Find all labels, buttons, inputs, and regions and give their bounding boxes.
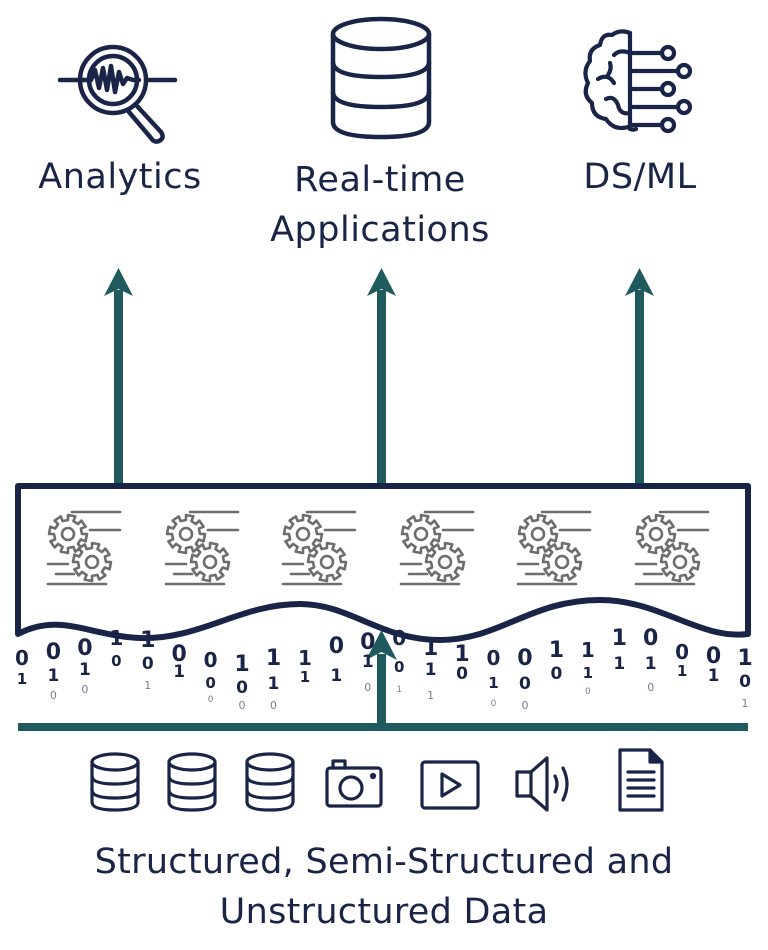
binary-digit: 1 <box>644 654 657 674</box>
binary-digit: 1 <box>16 670 28 688</box>
binary-digit: 1 <box>488 674 499 692</box>
analytics-magnifier-waveform-icon <box>57 44 178 144</box>
gears-processing-icon <box>164 510 239 586</box>
arrow-ingest <box>366 630 397 726</box>
binary-digit: 1 <box>707 666 720 686</box>
binary-digit: 1 <box>361 652 374 672</box>
binary-digit: 0 <box>705 644 722 669</box>
binary-digit: 0 <box>205 674 216 692</box>
database-icon <box>167 752 217 812</box>
caption-line-1: Structured, Semi-Structured and <box>94 842 674 882</box>
binary-digit: 1 <box>267 674 280 694</box>
binary-digit: 0 <box>490 699 497 709</box>
caption-line-2: Unstructured Data <box>219 892 549 932</box>
binary-digit: 1 <box>78 660 91 680</box>
output-label-analytics: Analytics <box>38 157 202 197</box>
binary-digit: 0 <box>269 699 277 712</box>
binary-digit: 1 <box>422 636 439 661</box>
binary-digit: 0 <box>584 687 591 697</box>
binary-digit: 1 <box>741 697 749 710</box>
binary-digit: 0 <box>171 642 187 667</box>
binary-digit: 1 <box>676 662 688 680</box>
binary-digit: 0 <box>15 646 29 670</box>
database-icon <box>90 752 140 812</box>
binary-digit: 1 <box>297 646 312 670</box>
binary-digit: 0 <box>203 648 218 672</box>
binary-digit: 1 <box>330 666 343 686</box>
data-ingest-bar <box>18 723 748 731</box>
binary-digit: 1 <box>144 679 152 692</box>
binary-digit: 1 <box>109 626 124 650</box>
binary-digit: 0 <box>456 664 468 684</box>
arrow-to-dsml <box>625 268 654 488</box>
arrow-to-realtime <box>367 268 396 488</box>
gears-processing-icon <box>46 510 122 586</box>
binary-digit: 1 <box>548 638 565 663</box>
video-play-icon <box>420 760 480 810</box>
binary-digit: 0 <box>739 672 751 692</box>
binary-digit: 1 <box>234 652 250 677</box>
binary-digit: 0 <box>519 674 531 694</box>
binary-digit: 1 <box>265 646 282 671</box>
binary-digit: 1 <box>427 689 435 702</box>
gears-processing-icon <box>281 510 357 586</box>
camera-icon <box>325 759 383 808</box>
binary-digit: 0 <box>81 683 89 696</box>
binary-digit: 1 <box>396 685 403 695</box>
binary-digit: 0 <box>328 634 344 659</box>
gears-processing-icon <box>399 510 474 586</box>
binary-digit: 0 <box>77 636 93 661</box>
output-label-realtime-line2: Applications <box>270 210 490 250</box>
gears-processing-icon <box>516 510 592 586</box>
database-icon <box>330 16 432 140</box>
audio-speaker-icon <box>515 756 569 812</box>
gears-processing-icon <box>634 510 709 586</box>
binary-digit: 0 <box>393 658 405 676</box>
binary-digit: 0 <box>207 695 214 705</box>
binary-digit: 1 <box>454 642 470 667</box>
binary-digit: 0 <box>486 646 501 670</box>
binary-digit: 0 <box>360 630 376 655</box>
document-icon <box>618 748 664 812</box>
binary-digit: 1 <box>140 628 156 653</box>
binary-digit: 1 <box>737 646 753 671</box>
binary-digit: 1 <box>299 668 311 686</box>
binary-digit: 1 <box>173 662 186 682</box>
binary-digit: 1 <box>582 664 594 682</box>
binary-digit: 1 <box>47 666 60 686</box>
output-label-dsml: DS/ML <box>583 157 697 197</box>
binary-digit: 0 <box>643 626 659 651</box>
arrow-to-analytics <box>104 268 133 488</box>
binary-digit: 0 <box>550 664 563 684</box>
binary-digit: 0 <box>675 640 690 664</box>
binary-digit: 0 <box>111 652 122 670</box>
binary-digit: 1 <box>613 654 626 674</box>
binary-digit: 1 <box>424 660 437 680</box>
binary-digit: 0 <box>49 689 57 702</box>
binary-digit: 0 <box>236 678 248 698</box>
binary-digit: 1 <box>611 626 627 651</box>
brain-circuit-icon <box>583 29 693 134</box>
binary-digit: 0 <box>647 681 655 694</box>
binary-digit: 0 <box>141 654 154 674</box>
binary-digit: 1 <box>580 638 595 662</box>
output-label-realtime-line1: Real-time <box>294 160 466 200</box>
database-icon <box>245 752 295 812</box>
binary-digit: 0 <box>45 640 62 665</box>
binary-digit: 0 <box>517 646 533 671</box>
binary-digit: 0 <box>238 699 246 712</box>
binary-digit: 0 <box>521 699 529 712</box>
binary-digit: 0 <box>392 626 407 650</box>
binary-digit: 0 <box>364 681 372 694</box>
